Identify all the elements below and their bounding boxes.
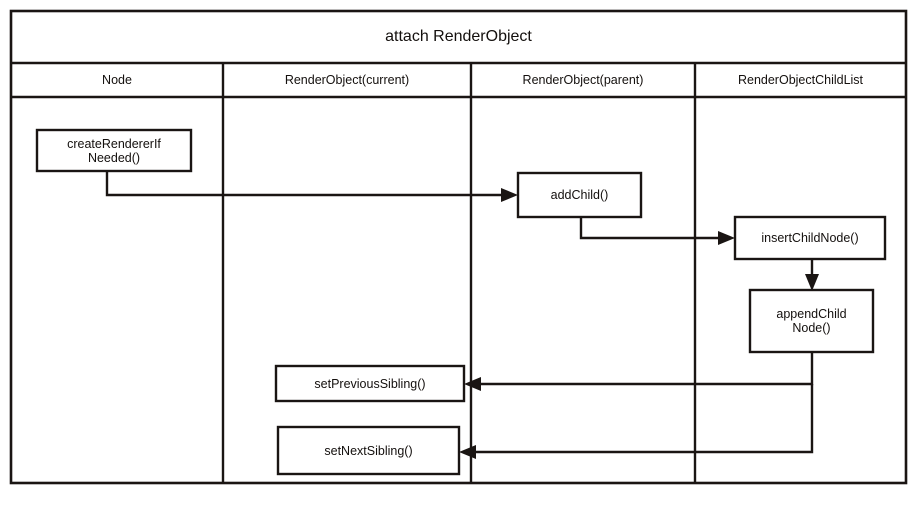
arrowhead-create-to-addchild [501,188,518,202]
connector-create-to-addchild [105,171,510,197]
node-box-create-renderer-if-needed[interactable] [35,128,193,173]
node-box-add-child[interactable] [516,171,643,219]
diagram-frame [9,9,908,485]
arrowhead-insertchildnode-to-appendchildnode [805,274,819,291]
node-box-set-previous-sibling[interactable] [274,364,466,403]
connector-addchild-to-insertchildnode [579,217,727,240]
arrowhead-addchild-to-insertchildnode [718,231,735,245]
node-box-set-next-sibling[interactable] [276,425,461,476]
connector-appendchildnode-to-setnextsibling [468,384,814,454]
node-box-append-child-node[interactable] [748,288,875,354]
arrowhead-appendchildnode-to-setnextsibling [459,445,476,459]
connector-appendchildnode-to-setprevioussibling [473,352,814,386]
node-box-insert-child-node[interactable] [733,215,887,261]
arrowhead-appendchildnode-to-setprevioussibling [464,377,481,391]
